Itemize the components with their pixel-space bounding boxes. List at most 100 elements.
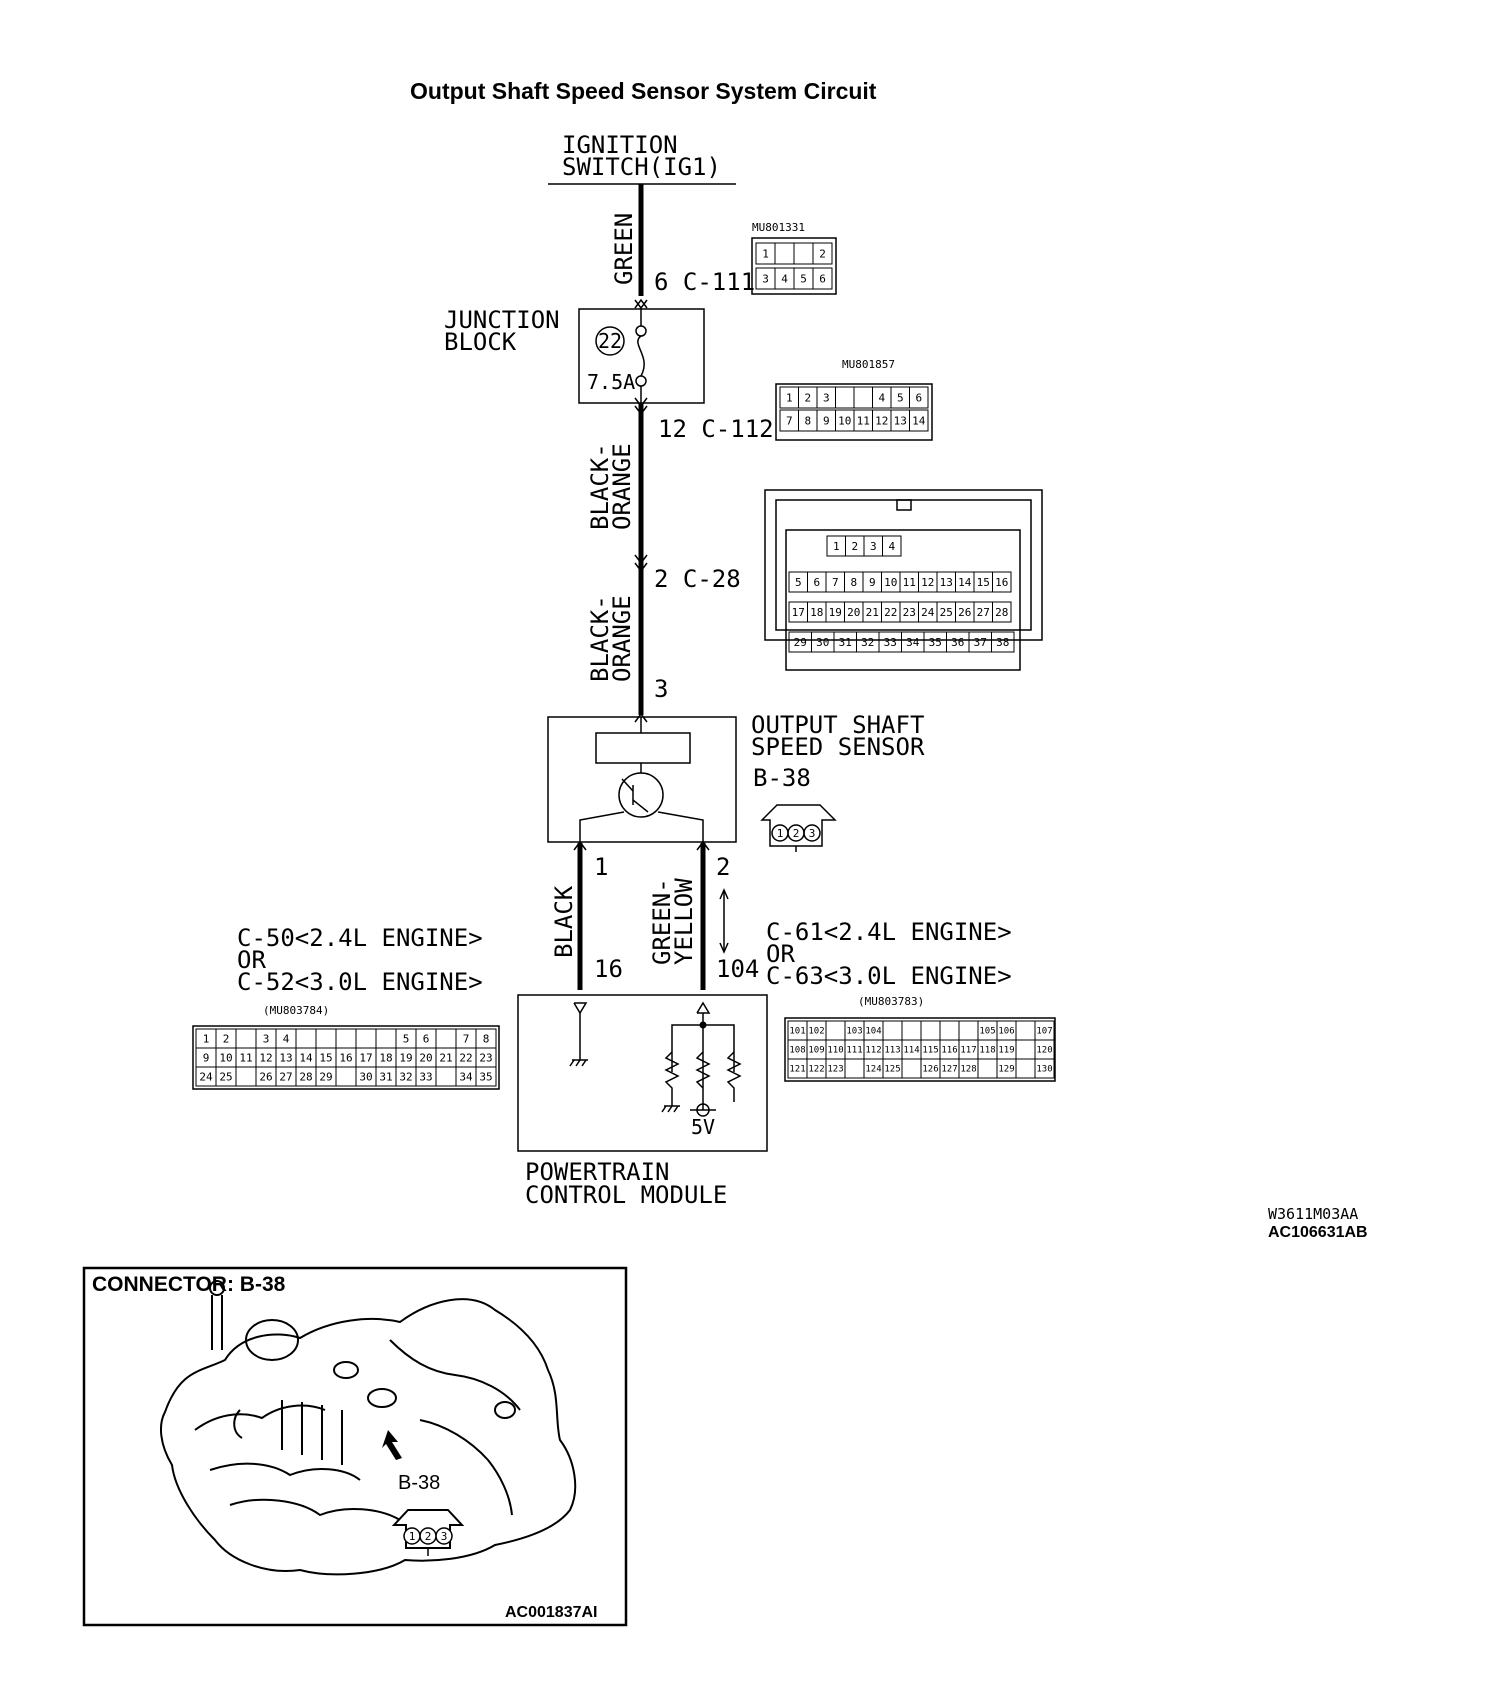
connector-pin-label: 5 — [897, 391, 904, 404]
connector-pin-label: 26 — [958, 606, 971, 619]
connector-pin-label: 7 — [786, 414, 793, 427]
wire-label-black-orange-1b: ORANGE — [608, 443, 636, 530]
ground-hatch-3 — [581, 1059, 587, 1067]
connector-pin-label: 5 — [800, 272, 807, 285]
drawing-code: W3611M03AA — [1268, 1205, 1358, 1223]
connector-pin-label: 28 — [299, 1070, 312, 1083]
connector-pin-label: 130 — [1036, 1065, 1052, 1075]
pcm-ground-2-hatch-2 — [667, 1105, 673, 1113]
terminal-mark-c111-lower — [634, 298, 648, 309]
connector-pin-label: 3 — [263, 1032, 270, 1045]
connector-pin-label: 23 — [479, 1051, 492, 1064]
connector-pin-label: 34 — [459, 1070, 473, 1083]
connector-pin-label: 114 — [903, 1046, 919, 1056]
connector-pin-label: 37 — [974, 636, 987, 649]
connector-pin-label: 17 — [359, 1051, 372, 1064]
connector-pin-label: 11 — [857, 414, 870, 427]
connector-blank — [235, 1066, 257, 1087]
connector-pin-label: 1 — [762, 247, 769, 260]
pcm-resistor-bus — [671, 1024, 735, 1072]
connector-cavity — [909, 386, 929, 409]
connector-pin-label: 34 — [906, 636, 920, 649]
transaxle-dipstick-handle — [209, 1280, 225, 1296]
connector-pin-label: 22 — [459, 1051, 472, 1064]
wire-label-black: BLACK — [550, 885, 578, 958]
inset-code: AC001837AI — [505, 1604, 598, 1621]
pcm-label-line1: POWERTRAIN — [525, 1158, 670, 1186]
connector-pin-label: 30 — [359, 1070, 372, 1083]
connector-pin-label: 20 — [419, 1051, 432, 1064]
connector-location-inset: CONNECTOR: B-38 B-38 1 2 3 AC001837AI — [82, 1266, 628, 1627]
powertrain-control-module: 5V POWERTRAIN CONTROL MODULE — [517, 994, 768, 1209]
connector-pin-label: 33 — [419, 1070, 432, 1083]
connector-pin-label: 3 — [823, 391, 830, 404]
connector-pin-label: 123 — [827, 1065, 843, 1075]
connector-pin-label: 119 — [998, 1046, 1014, 1056]
inset-pin-2-label: 2 — [425, 1530, 432, 1543]
connector-pin-label: 12 — [875, 414, 888, 427]
connector-pin-label: 24 — [199, 1070, 213, 1083]
connector-pin-label: 122 — [808, 1065, 824, 1075]
wire-label-green-yellow-b: YELLOW — [670, 878, 698, 965]
connector-pin-label: 3 — [762, 272, 769, 285]
transaxle-contour-4 — [389, 1339, 521, 1411]
connector-left-body — [192, 1025, 500, 1090]
connector-left-part: (MU803784) — [263, 1004, 329, 1017]
transaxle-contour-2 — [209, 1462, 361, 1481]
pcm-resistor-2 — [695, 1051, 711, 1089]
connector-blank — [355, 1028, 377, 1049]
connector-blank — [1015, 1020, 1036, 1041]
connector-c28-outer — [764, 489, 1043, 641]
connector-pin-label: 4 — [878, 391, 885, 404]
connector-pin-label: 3 — [870, 540, 877, 553]
connector-cavity — [992, 601, 1012, 623]
connector-pin-label: 127 — [941, 1065, 957, 1075]
connector-blank — [295, 1028, 317, 1049]
sensor-label-line2: SPEED SENSOR — [751, 733, 925, 761]
sensor-box — [547, 716, 737, 843]
wire-label-green-yellow-a: GREEN- — [648, 878, 676, 965]
wire-label-black-orange-2a: BLACK- — [586, 595, 614, 682]
ignition-switch: IGNITION SWITCH(IG1) — [548, 131, 736, 185]
connector-pin-label: 38 — [996, 636, 1009, 649]
connector-pin-label: 10 — [884, 576, 897, 589]
connector-pin-label: 12 — [921, 576, 934, 589]
connector-pin-label: 129 — [998, 1065, 1014, 1075]
sensor-connector-pin-3 — [803, 824, 821, 842]
connector-pin-label: 107 — [1036, 1027, 1052, 1037]
connector-blank — [853, 386, 873, 409]
connector-pin-label: 5 — [403, 1032, 410, 1045]
wire-label-black-orange-1a: BLACK- — [586, 443, 614, 530]
connector-blank — [882, 1020, 903, 1041]
junction-block-label-line1: JUNCTION — [444, 306, 560, 334]
connector-pin-label: 29 — [319, 1070, 332, 1083]
connector-pin-label: 25 — [219, 1070, 232, 1083]
connector-pin-label: 21 — [866, 606, 879, 619]
connector-blank — [774, 242, 795, 265]
connector-pin-label: 124 — [865, 1065, 881, 1075]
connector-cavity — [882, 535, 902, 557]
connector-pin-label: 31 — [379, 1070, 392, 1083]
figure-code: AC106631AB — [1268, 1224, 1368, 1241]
connector-blank — [958, 1020, 979, 1041]
connector-blank — [920, 1020, 941, 1041]
connector-pin-label: 33 — [884, 636, 897, 649]
wire-label-green: GREEN — [610, 213, 638, 285]
connector-blank — [793, 242, 814, 265]
transaxle-illustration — [159, 1280, 577, 1576]
connector-blank — [825, 1020, 846, 1041]
page-title: Output Shaft Speed Sensor System Circuit — [410, 78, 877, 104]
connector-pin-label: 118 — [979, 1046, 995, 1056]
transaxle-ribs — [281, 1400, 343, 1465]
connector-pin-label: 17 — [792, 606, 805, 619]
connector-pin-label: 22 — [884, 606, 897, 619]
fuse-terminal-top — [635, 325, 647, 337]
terminal-mark-c111-upper — [634, 299, 648, 310]
sensor-connector-pin-3-label: 3 — [809, 827, 816, 840]
pcm-ground-2-hatch-1 — [661, 1105, 667, 1113]
connector-left-line3: C-52<3.0L ENGINE> — [237, 968, 483, 996]
terminal-sensor-3: 3 — [654, 675, 668, 703]
pcm-ground-2-hatch-3 — [673, 1105, 679, 1113]
